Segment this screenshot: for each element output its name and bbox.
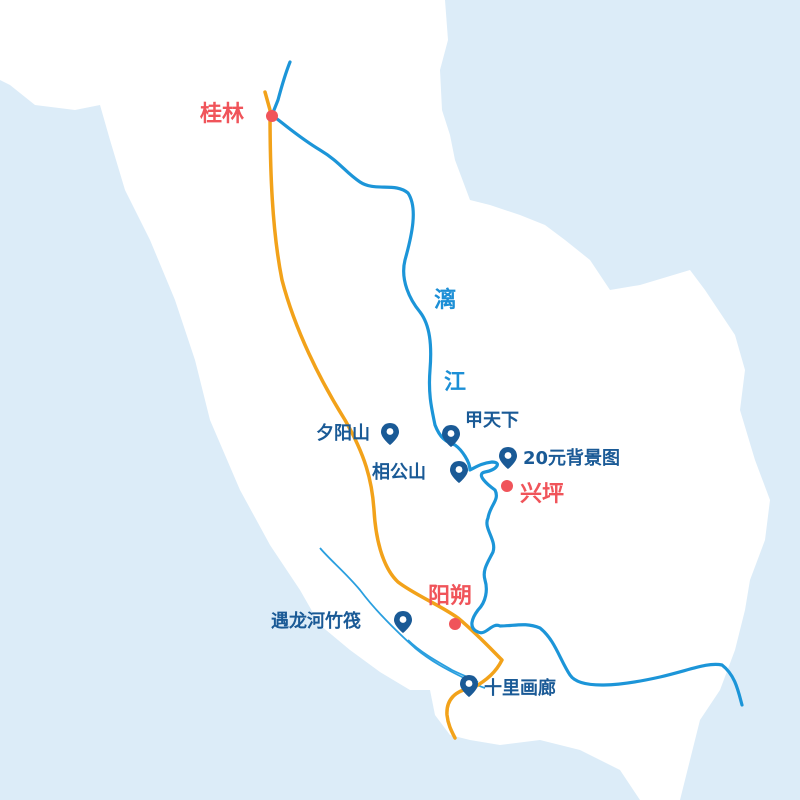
city-label-guilin[interactable]: 桂林 [200, 102, 245, 127]
map-pin-icon[interactable] [499, 447, 517, 469]
river-label-li: 漓 [434, 288, 457, 313]
li-river [270, 60, 744, 707]
poi-label-xiyangshan[interactable]: 夕阳山 [316, 423, 370, 444]
poi-label-xianggongshan[interactable]: 相公山 [372, 462, 426, 483]
city-marker-guilin [266, 110, 278, 122]
map-pin-icon[interactable] [394, 611, 412, 633]
city-label-yangshuo[interactable]: 阳朔 [428, 584, 473, 609]
map-pin-icon[interactable] [442, 425, 460, 447]
poi-label-20yuan-scene[interactable]: 20元背景图 [523, 448, 621, 469]
river-label-jiang: 江 [444, 370, 467, 395]
land-area [0, 0, 770, 800]
city-marker-yangshuo [449, 618, 461, 630]
map-pin-icon[interactable] [460, 675, 478, 697]
city-label-xingping[interactable]: 兴坪 [520, 482, 565, 507]
poi-label-shili-gallery[interactable]: 十里画廊 [484, 678, 556, 699]
map-pin-icon[interactable] [450, 461, 468, 483]
city-marker-xingping [501, 480, 513, 492]
map-pin-icon[interactable] [381, 423, 399, 445]
poi-label-yulong-rafting[interactable]: 遇龙河竹筏 [271, 611, 361, 632]
poi-label-jiatianxia[interactable]: 甲天下 [465, 410, 519, 431]
